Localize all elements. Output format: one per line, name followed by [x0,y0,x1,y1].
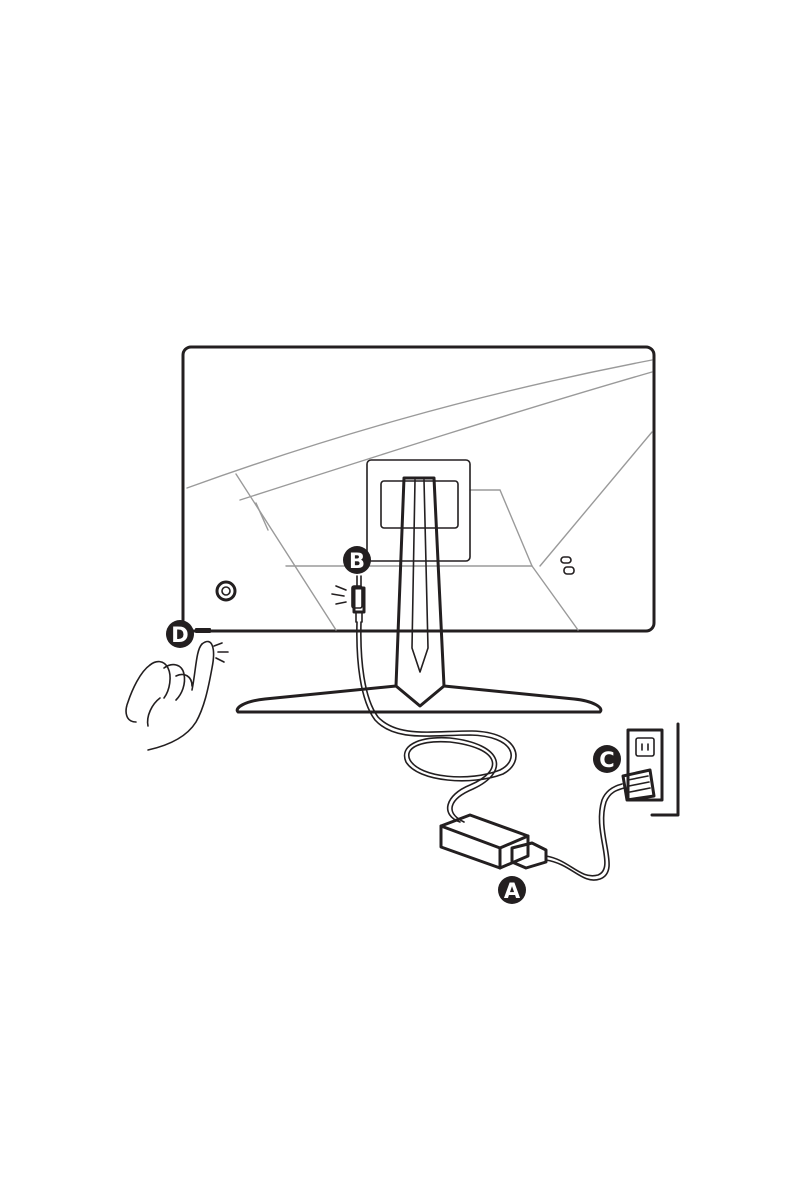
navi-key-icon [217,582,235,600]
callout-c: C [593,745,621,773]
stand-base [237,686,601,712]
callout-a: A [498,876,526,904]
vesa-plate-outer [367,460,470,561]
callout-c-label: C [599,748,614,772]
monitor-back [183,347,654,631]
callout-a-label: A [504,879,521,903]
lock-slot-icon [561,557,574,574]
wall-outlet [623,724,678,815]
monitor-frame [183,347,654,631]
callout-b-label: B [349,549,365,573]
stand-neck-detail [412,480,428,672]
vesa-plate-inner [381,481,458,528]
dc-cord [357,622,511,822]
callout-d: D [166,620,194,648]
power-button [195,628,211,633]
panel-diagonal-right [540,432,652,566]
monitor-stand [237,478,601,712]
callout-b: B [343,546,371,574]
power-adapter [441,815,546,868]
plug-motion-lines [332,586,346,604]
panel-vent-line-1 [470,490,532,566]
panel-inner-line [256,503,268,530]
panel-vent-line-2 [532,566,578,630]
ac-cable [546,784,624,880]
dc-cable [354,576,516,822]
callout-d-label: D [171,623,188,647]
panel-diagonal-left [236,474,336,630]
panel-curve-upper [187,360,652,488]
